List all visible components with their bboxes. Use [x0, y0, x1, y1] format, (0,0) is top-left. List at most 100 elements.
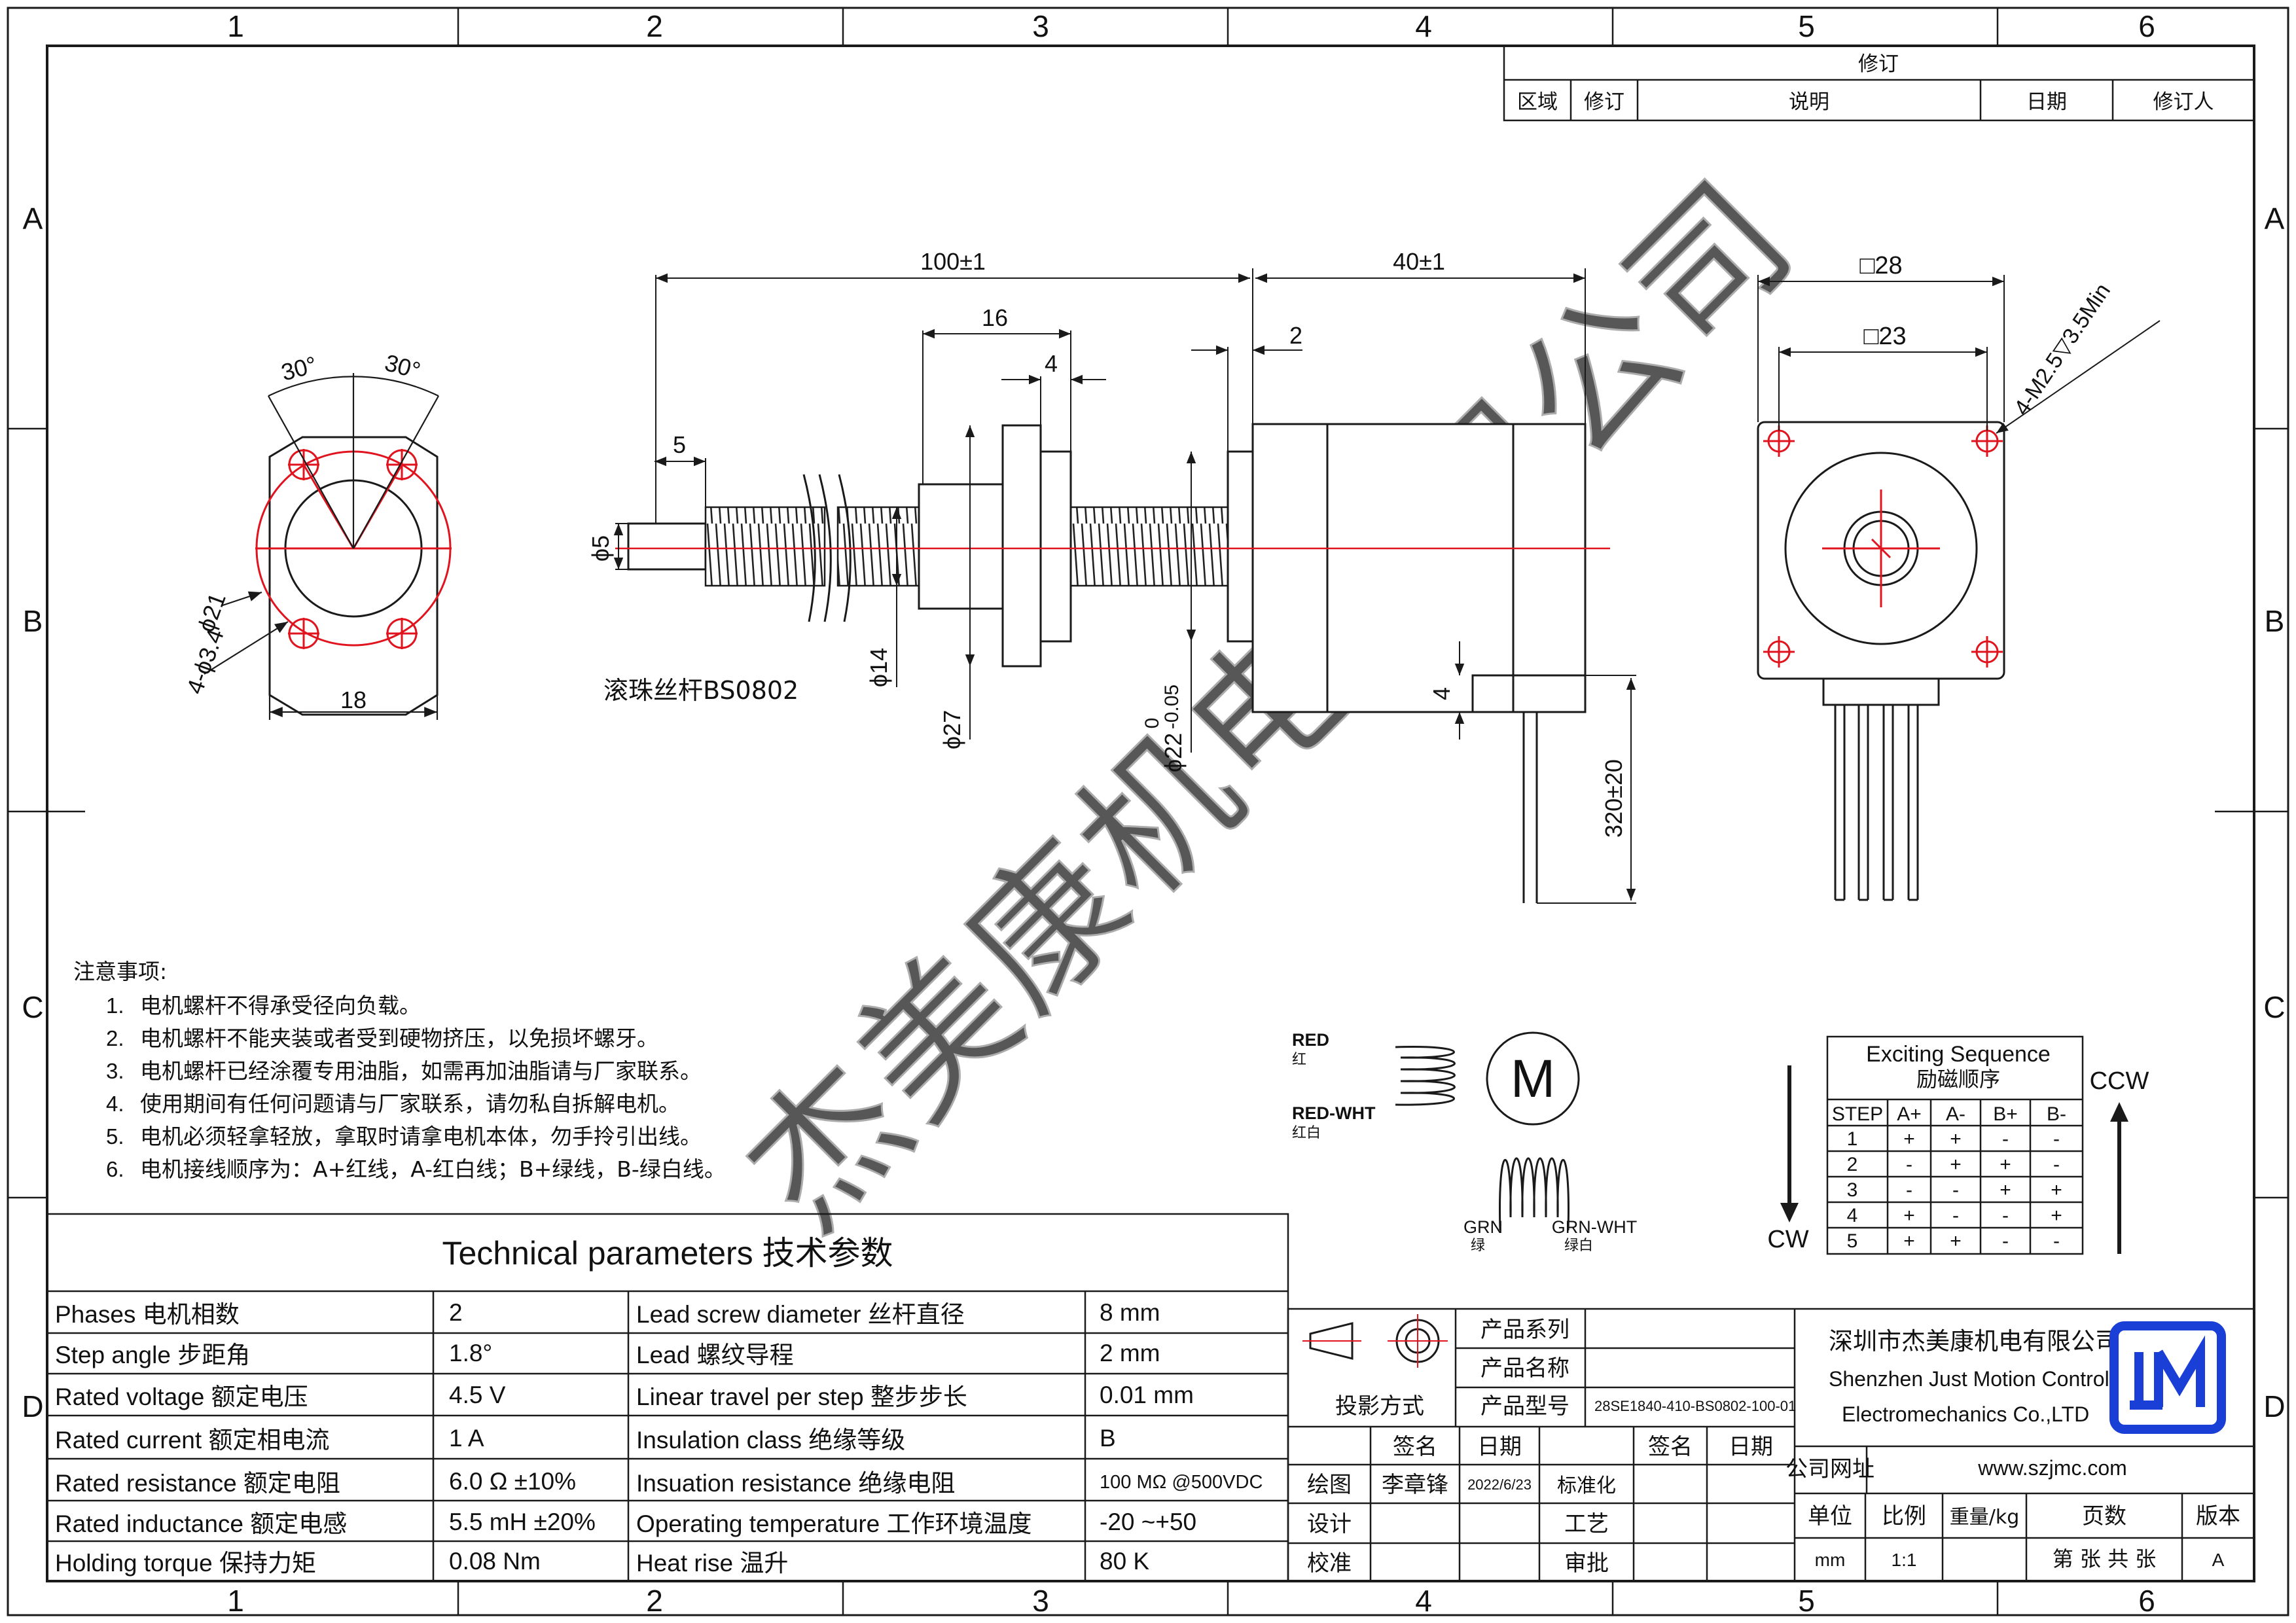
motor-body: [1251, 423, 1587, 713]
design-label: 设计: [1307, 1511, 1352, 1537]
param-value: 2: [449, 1299, 463, 1326]
pages-label: 页数: [2082, 1503, 2126, 1529]
row-label-right-b: B: [2265, 604, 2285, 638]
check-label: 校准: [1307, 1550, 1352, 1577]
sequence-cell: -: [1906, 1179, 1912, 1201]
lead-screw-thread: [836, 506, 920, 587]
param-value: 0.08 Nm: [449, 1548, 541, 1575]
dim-nut-length: 16: [982, 304, 1008, 331]
revision-header-rev: 修订: [1584, 90, 1624, 114]
sequence-cell: -: [2002, 1205, 2009, 1226]
col-label-top-3: 3: [1032, 9, 1049, 43]
sequence-header-b-plus: B+: [1993, 1103, 2018, 1125]
sequence-cell: +: [2000, 1154, 2011, 1175]
param-label: Rated inductance 额定电感: [55, 1510, 347, 1537]
revision-header-reviser: 修订人: [2153, 90, 2214, 114]
sequence-header-step: STEP: [1832, 1103, 1883, 1125]
note-item: 3. 电机螺杆已经涂覆专用油脂，如需再加油脂请与厂家联系。: [106, 1058, 702, 1084]
version-value: A: [2212, 1550, 2225, 1570]
param-value: -20 ~+50: [1100, 1508, 1196, 1535]
row-label-right-c: C: [2263, 990, 2285, 1024]
flange-angle-right-label: 30°: [382, 349, 423, 384]
nut-flange: [1001, 424, 1042, 668]
sequence-cell: -: [2053, 1230, 2060, 1252]
param-value: 1 A: [449, 1425, 484, 1452]
note-number: 3.: [106, 1059, 124, 1083]
thread-label: 4-M2.5▽3.5Min: [2009, 279, 2115, 419]
row-label-left-a: A: [23, 202, 43, 236]
exciting-sequence: Exciting Sequence 励磁顺序 STEP A+ A- B+ B- …: [1767, 1035, 2149, 1255]
col-label-bottom-1: 1: [227, 1584, 244, 1618]
wire-grn-wht-label: GRN-WHT: [1552, 1217, 1637, 1237]
sequence-cell: -: [2002, 1128, 2009, 1150]
tech-row: Rated inductance 额定电感 5.5 mH ±20% Operat…: [55, 1508, 1196, 1537]
note-item: 5. 电机必须轻拿轻放，拿取时请拿电机本体，勿手拎引出线。: [106, 1124, 702, 1149]
col-label-top-6: 6: [2138, 9, 2155, 43]
tech-row: Step angle 步距角 1.8° Lead 螺纹导程 2 mm: [55, 1340, 1160, 1368]
note-item: 2. 电机螺杆不能夹装或者受到硬物挤压，以免损坏螺牙。: [106, 1026, 658, 1051]
motor-pilot: [1227, 450, 1254, 643]
sequence-row: 5 + + - -: [1847, 1230, 2060, 1252]
side-view: 100±1 40±1 16 4 2 5 ϕ5 ϕ14 ϕ27 ϕ22 0 -0.…: [587, 248, 1636, 904]
note-number: 4.: [106, 1092, 124, 1116]
product-name-label: 产品名称: [1480, 1355, 1570, 1382]
tech-row: Rated current 额定相电流 1 A Insulation class…: [55, 1425, 1116, 1454]
coil-b-icon: [1499, 1157, 1570, 1231]
date-header-2: 日期: [1729, 1434, 1773, 1460]
tech-params-table: Technical parameters 技术参数 Phases 电机相数 2 …: [46, 1213, 1289, 1582]
flange-view: 30° 30° ϕ21 4-ϕ3.4 18: [181, 349, 452, 720]
unit-label: 单位: [1808, 1503, 1852, 1529]
note-number: 6.: [106, 1157, 124, 1181]
company-logo: [2109, 1321, 2226, 1434]
param-label: Lead 螺纹导程: [636, 1342, 794, 1368]
param-label: Insulation class 绝缘等级: [636, 1427, 905, 1454]
param-value: 8 mm: [1100, 1299, 1160, 1326]
note-item: 6. 电机接线顺序为：A+红线，A-红白线；B+绿线，B-绿白线。: [106, 1156, 726, 1182]
sequence-cell: 2: [1847, 1154, 1858, 1175]
nut-body: [1039, 450, 1072, 643]
dim-motor-length: 40±1: [1393, 248, 1445, 275]
param-value: 4.5 V: [449, 1382, 506, 1408]
sequence-cell: 5: [1847, 1230, 1858, 1252]
sequence-cell: +: [1950, 1128, 1962, 1150]
sequence-row: 1 + + - -: [1847, 1128, 2060, 1150]
sequence-cell: +: [1903, 1205, 1915, 1226]
lead-screw-thread: [704, 506, 826, 587]
note-text: 使用期间有任何问题请与厂家联系，请勿私自拆解电机。: [140, 1091, 680, 1116]
sequence-header-a-plus: A+: [1897, 1103, 1922, 1125]
tech-params-title: Technical parameters 技术参数: [442, 1235, 893, 1272]
drawn-by-value: 李章锋: [1382, 1472, 1448, 1498]
company-name-cn: 深圳市杰美康机电有限公司: [1829, 1327, 2119, 1355]
wire-red-label: RED: [1292, 1030, 1329, 1050]
flange-holes-label: 4-ϕ3.4: [181, 626, 229, 698]
standardization-label: 标准化: [1557, 1474, 1616, 1497]
note-item: 1. 电机螺杆不得承受径向负载。: [106, 993, 421, 1018]
cw-label: CW: [1767, 1226, 1808, 1253]
row-label-right-a: A: [2265, 202, 2285, 236]
wiring-diagram: RED RED-WHT 红 红白 M GRN GRN-WHT 绿 绿白: [1292, 1030, 1637, 1254]
sequence-row: 3 - - + +: [1847, 1179, 2062, 1201]
drawn-date-value: 2022/6/23: [1467, 1476, 1532, 1493]
param-label: Rated resistance 额定电阻: [55, 1470, 340, 1497]
approve-label: 审批: [1564, 1550, 1609, 1577]
front-view: □28 □23 4-M2.5▽3.5Min: [1757, 252, 2161, 901]
row-label-left-d: D: [22, 1389, 43, 1423]
sequence-cell: -: [2053, 1154, 2060, 1175]
ccw-label: CCW: [2090, 1067, 2149, 1095]
col-label-bottom-6: 6: [2138, 1584, 2155, 1618]
shaft-end: [627, 522, 707, 571]
dim-flange-diameter: ϕ27: [939, 710, 965, 749]
param-value: 1.8°: [449, 1340, 492, 1366]
param-value: 5.5 mH ±20%: [449, 1508, 596, 1535]
revision-header-area: 区域: [1517, 90, 1558, 114]
note-text: 电机必须轻拿轻放，拿取时请拿电机本体，勿手拎引出线。: [140, 1124, 702, 1149]
scale-value: 1:1: [1892, 1550, 1917, 1570]
dim-pilot-length: 2: [1289, 322, 1302, 349]
projection-label: 投影方式: [1335, 1393, 1424, 1419]
connector-block: [1822, 677, 1940, 706]
sequence-cell: 4: [1847, 1205, 1858, 1226]
dim-square-outer: □28: [1859, 252, 1902, 279]
weight-label: 重量/kg: [1950, 1506, 2020, 1529]
frame-labels: 1 2 3 4 5 6 1 2 3 4 5 6 A B C D A B C D: [22, 9, 2285, 1618]
